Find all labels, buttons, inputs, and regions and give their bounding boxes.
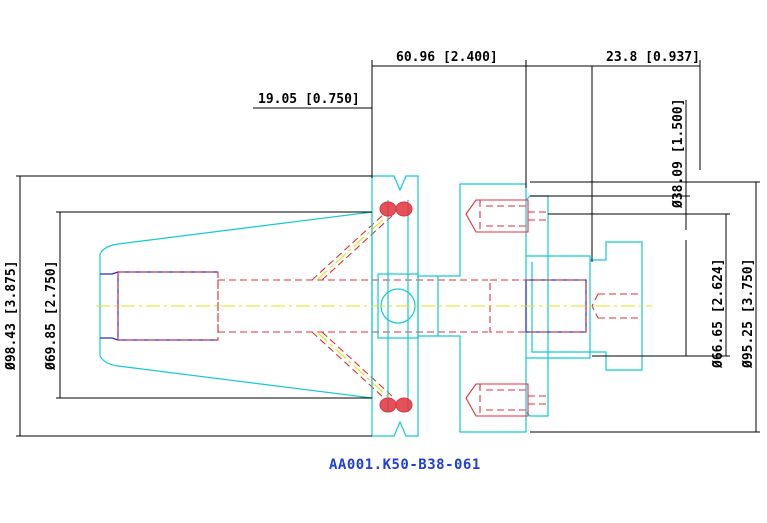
- dim-dia-66: Ø66.65 [2.624]: [711, 258, 726, 369]
- drive-key-top: [379, 201, 413, 217]
- coolant-axis-lower: [316, 331, 389, 398]
- adapter-body: [418, 183, 527, 433]
- coolant-axis-upper: [316, 214, 389, 281]
- drive-key-bottom: [379, 397, 413, 413]
- dim-top-length: 60.96 [2.400]: [396, 50, 498, 65]
- coolant-channel-lower: [311, 331, 393, 399]
- clamp-screw-bottom: [465, 383, 548, 417]
- coolant-channel-upper: [311, 213, 393, 281]
- taper-shank-outline: [99, 211, 373, 399]
- dim-dia-38: Ø38.09 [1.500]: [671, 98, 686, 209]
- dim-dia-69: Ø69.85 [2.750]: [44, 260, 59, 371]
- through-bore: [217, 279, 488, 333]
- part-number: AA001.K50-B38-061: [329, 457, 481, 473]
- dim-flange-offset: 19.05 [0.750]: [258, 92, 360, 107]
- spigot: [526, 255, 591, 359]
- dim-top-right: 23.8 [0.937]: [606, 50, 700, 65]
- clamp-screw-top: [465, 199, 548, 233]
- dim-dia-98: Ø98.43 [3.875]: [4, 260, 19, 371]
- dimension-lines: [16, 60, 760, 437]
- tool-holder-geometry: [96, 175, 652, 437]
- dim-dia-95: Ø95.25 [3.750]: [741, 258, 756, 369]
